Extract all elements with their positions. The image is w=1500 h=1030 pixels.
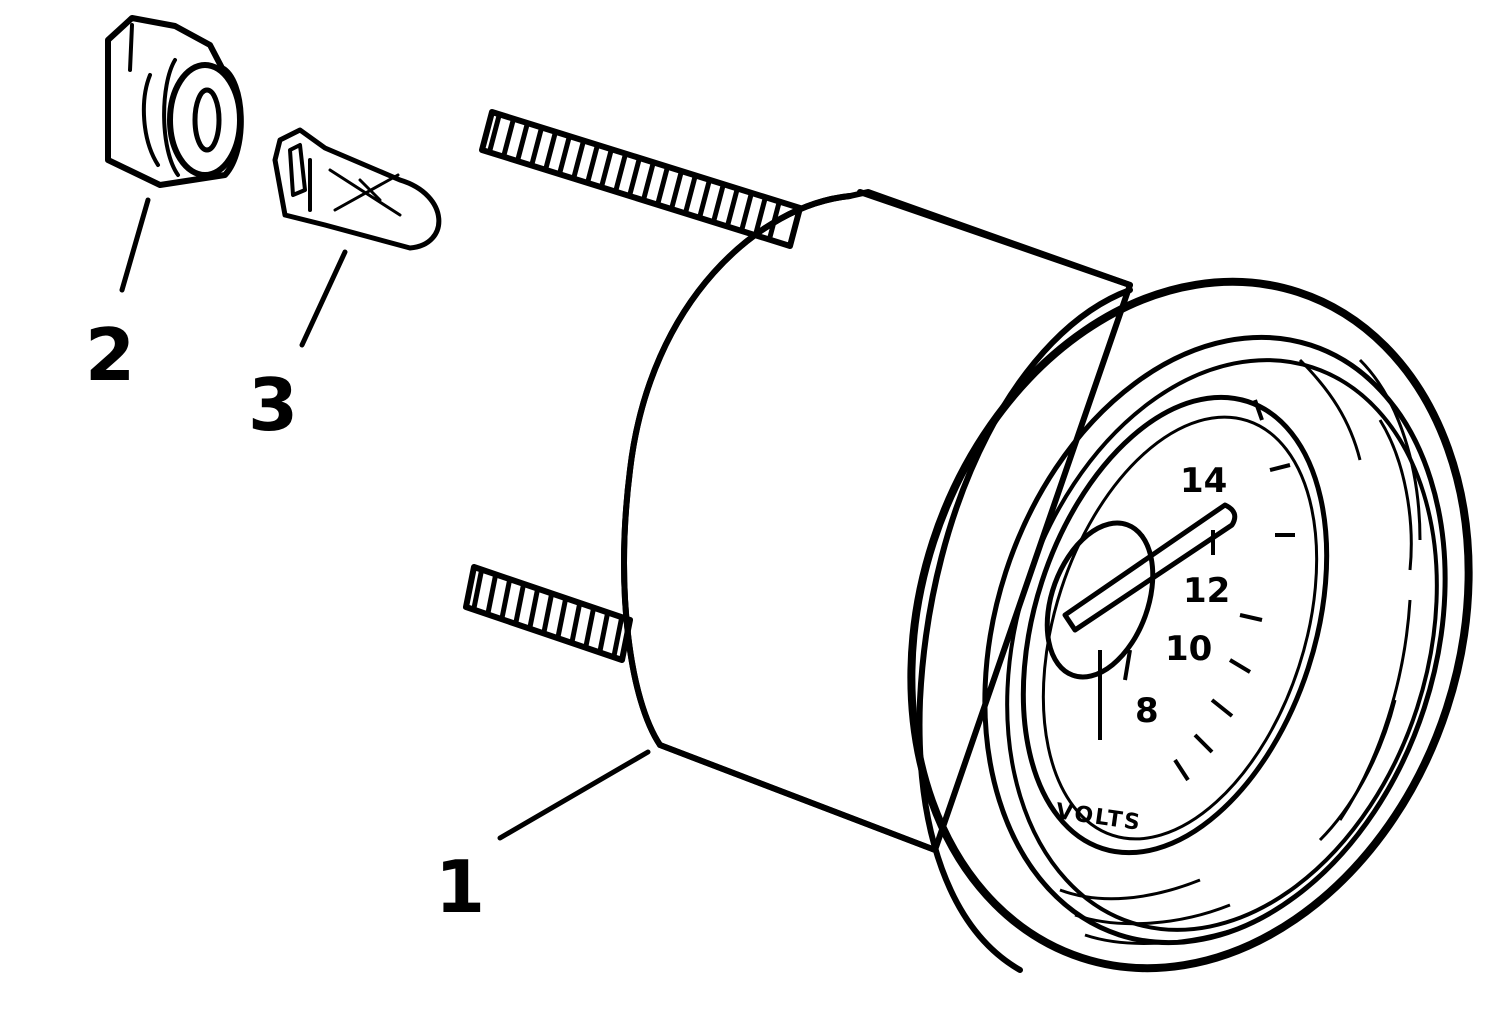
dial-number-14: 14 <box>1180 461 1227 501</box>
callout-3: 3 <box>248 363 298 447</box>
callout-1: 1 <box>435 845 485 929</box>
needle-hub <box>1044 520 1156 680</box>
dial-number-8: 8 <box>1135 691 1159 731</box>
gauge-needle <box>1062 502 1238 633</box>
leader-lines <box>119 197 651 841</box>
wedge-bulb <box>272 127 442 251</box>
gauge-bezel <box>907 277 1473 973</box>
leader-line-2 <box>119 197 151 293</box>
leader-line-1 <box>497 749 651 841</box>
bulb-socket <box>105 15 244 188</box>
dial-number-10: 10 <box>1165 629 1212 669</box>
lower-mounting-stud <box>463 564 633 663</box>
leader-line-3 <box>299 249 348 348</box>
gauge-dial-face: 14 12 10 8 VOLTS <box>1020 394 1330 856</box>
dial-ticks <box>1098 399 1295 782</box>
callout-2: 2 <box>85 313 135 397</box>
dial-number-12: 12 <box>1183 571 1230 611</box>
gauge-body <box>621 189 1133 853</box>
upper-mounting-stud <box>479 109 803 249</box>
